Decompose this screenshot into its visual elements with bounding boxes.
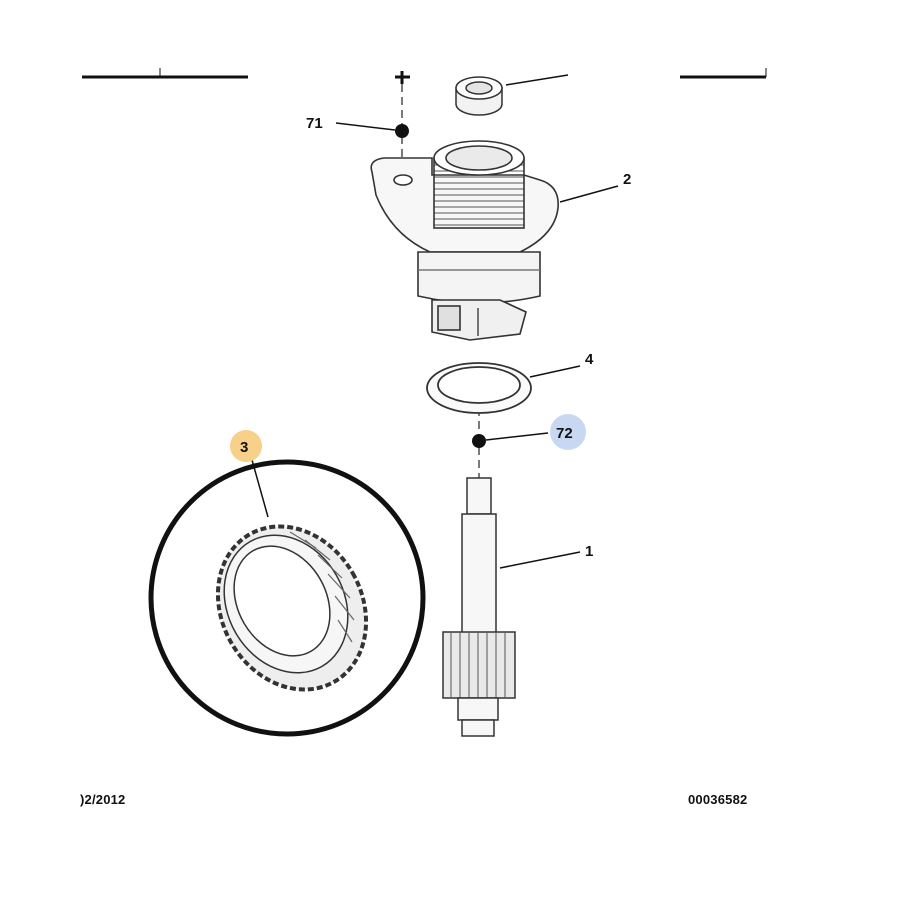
callout-2[interactable]: 2 (623, 171, 631, 188)
callout-3-highlight (230, 430, 262, 462)
frame-lines (82, 68, 767, 79)
callout-72-highlight (550, 414, 586, 450)
position-dots (395, 124, 486, 448)
callout-1[interactable]: 1 (585, 543, 593, 560)
callout-4[interactable]: 4 (585, 351, 594, 368)
shaft-part (442, 477, 581, 737)
detail-zoom-circle (148, 459, 426, 737)
footer-date: )2/2012 (80, 792, 126, 807)
helical-gear-part (215, 524, 369, 692)
o-ring-part (426, 362, 581, 414)
housing-part (370, 140, 619, 341)
callout-71[interactable]: 71 (306, 115, 323, 132)
callout-72[interactable]: 72 (556, 425, 573, 442)
footer-reference-number: 00036582 (688, 792, 748, 807)
leader-72 (485, 432, 549, 441)
leader-71 (335, 122, 396, 131)
bushing-part (455, 74, 569, 116)
callout-3[interactable]: 3 (240, 439, 248, 456)
top-cross-marker (395, 71, 410, 84)
